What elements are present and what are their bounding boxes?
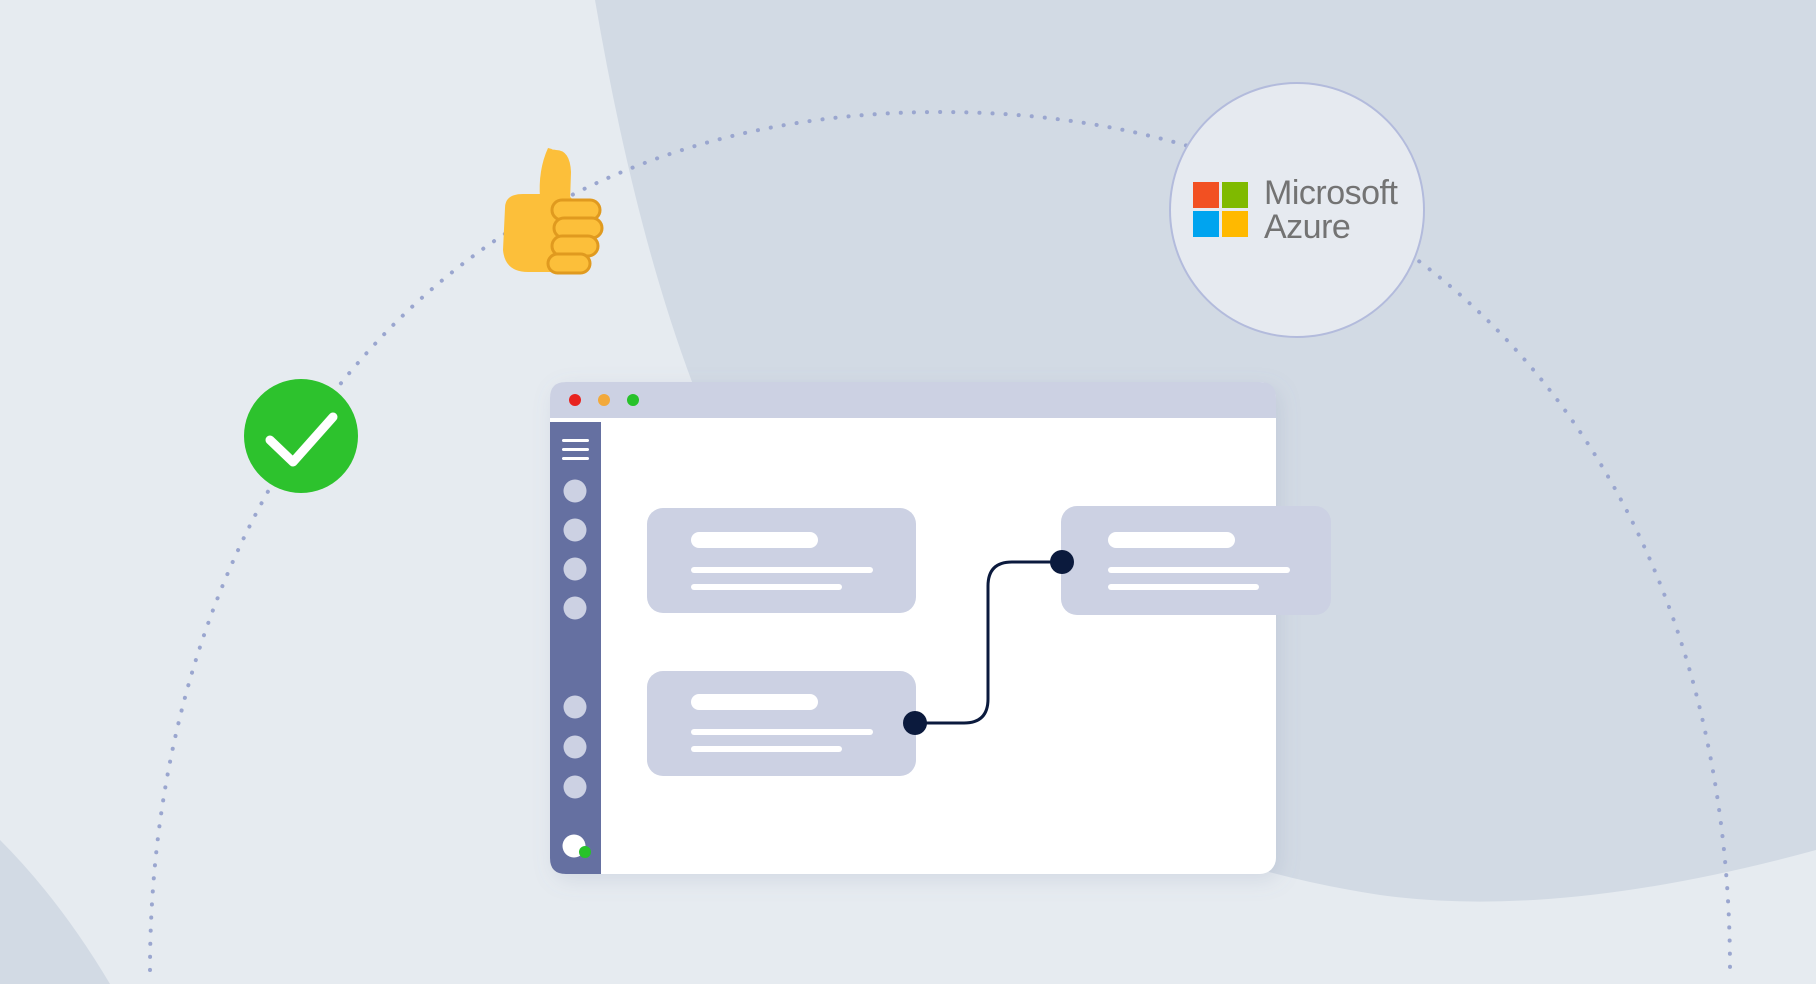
sidebar-item[interactable] — [563, 695, 587, 719]
azure-logo-badge — [1169, 82, 1425, 338]
hamburger-menu-icon[interactable] — [562, 439, 589, 460]
window-sidebar — [550, 422, 601, 874]
card-text-placeholder — [1108, 567, 1290, 573]
online-status-dot — [579, 846, 591, 858]
workflow-card[interactable] — [1061, 506, 1331, 615]
logo-square-yellow — [1222, 211, 1248, 237]
check-circle-icon — [244, 379, 358, 493]
card-text-placeholder — [1108, 584, 1259, 590]
sidebar-item[interactable] — [563, 596, 587, 620]
card-title-placeholder — [691, 694, 818, 710]
thumbs-up-icon — [503, 148, 604, 275]
logo-square-green — [1222, 182, 1248, 208]
logo-square-blue — [1193, 211, 1219, 237]
card-text-placeholder — [691, 567, 873, 573]
background-blob-bottom-left — [0, 840, 110, 984]
user-avatar[interactable] — [562, 834, 592, 859]
window-minimize-button[interactable] — [598, 394, 610, 406]
sidebar-item[interactable] — [563, 735, 587, 759]
workflow-card[interactable] — [647, 671, 916, 776]
connector-node-start[interactable] — [903, 711, 927, 735]
logo-text-line1: Microsoft — [1264, 174, 1398, 212]
sidebar-item[interactable] — [563, 479, 587, 503]
logo-square-red — [1193, 182, 1219, 208]
window-titlebar — [550, 382, 1276, 418]
card-text-placeholder — [691, 584, 842, 590]
azure-logo-wordmark: Microsoft Azure — [1264, 174, 1398, 246]
sidebar-item[interactable] — [563, 775, 587, 799]
workflow-card[interactable] — [647, 508, 916, 613]
node-connector-line — [915, 560, 1062, 725]
card-text-placeholder — [691, 746, 842, 752]
sidebar-item[interactable] — [563, 557, 587, 581]
card-title-placeholder — [691, 532, 818, 548]
logo-text-line2: Azure — [1264, 208, 1351, 246]
card-text-placeholder — [691, 729, 873, 735]
window-close-button[interactable] — [569, 394, 581, 406]
card-title-placeholder — [1108, 532, 1235, 548]
app-window — [550, 382, 1276, 874]
sidebar-item[interactable] — [563, 518, 587, 542]
window-maximize-button[interactable] — [627, 394, 639, 406]
dotted-orbit-path — [148, 109, 1732, 972]
connector-node-end[interactable] — [1050, 550, 1074, 574]
